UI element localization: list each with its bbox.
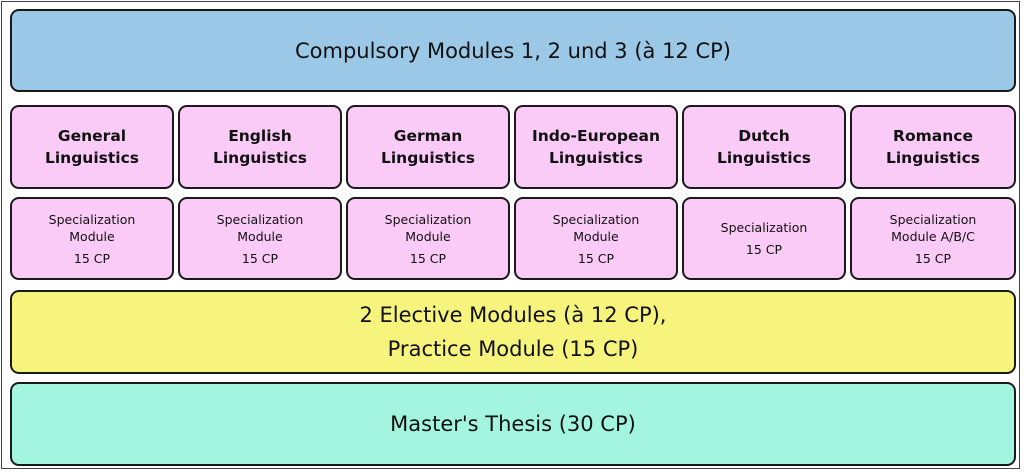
elective-modules-line1: 2 Elective Modules (à 12 CP), <box>359 303 667 327</box>
column-head-dutch: Dutch Linguistics <box>682 105 846 189</box>
specialization-dutch: Specialization 15 CP <box>682 197 846 280</box>
specialization-cp: 15 CP <box>409 250 447 266</box>
specialization-line1: Specialization <box>552 211 640 227</box>
column-name-line1: Dutch <box>738 127 790 145</box>
specialization-german: Specialization Module 15 CP <box>346 197 510 280</box>
column-name-line1: Indo-European <box>532 127 660 145</box>
column-name-line1: German <box>393 127 463 145</box>
column-name-line2: Linguistics <box>885 149 981 167</box>
masters-thesis-box: Master's Thesis (30 CP) <box>10 382 1016 466</box>
column-name-line1: General <box>57 127 127 145</box>
column-name-line2: Linguistics <box>380 149 476 167</box>
specialization-line2: Module <box>237 228 283 244</box>
compulsory-modules-box: Compulsory Modules 1, 2 und 3 (à 12 CP) <box>10 9 1016 92</box>
column-name-line1: English <box>228 127 292 145</box>
specialization-cp: 15 CP <box>577 250 615 266</box>
column-name-line2: Linguistics <box>716 149 812 167</box>
compulsory-modules-label: Compulsory Modules 1, 2 und 3 (à 12 CP) <box>294 38 731 63</box>
specialization-cp: 15 CP <box>73 250 111 266</box>
column-head-english: English Linguistics <box>178 105 342 189</box>
specialization-line1: Specialization <box>384 211 472 227</box>
column-head-general: General Linguistics <box>10 105 174 189</box>
specialization-line1: Specialization <box>48 211 136 227</box>
specialization-cp: 15 CP <box>241 250 279 266</box>
column-head-romance: Romance Linguistics <box>850 105 1016 189</box>
specialization-line2: Module A/B/C <box>891 228 975 244</box>
elective-modules-line2: Practice Module (15 CP) <box>387 337 639 361</box>
specialization-line2: Module <box>405 228 451 244</box>
specialization-line2: Module <box>69 228 115 244</box>
column-name-line2: Linguistics <box>212 149 308 167</box>
column-name-line2: Linguistics <box>44 149 140 167</box>
specialization-indo-european: Specialization Module 15 CP <box>514 197 678 280</box>
masters-thesis-label: Master's Thesis (30 CP) <box>390 412 636 436</box>
column-name-line1: Romance <box>893 127 973 145</box>
elective-modules-box: 2 Elective Modules (à 12 CP), Practice M… <box>10 290 1016 374</box>
specialization-romance: Specialization Module A/B/C 15 CP <box>850 197 1016 280</box>
specialization-cp: 15 CP <box>745 242 783 257</box>
specialization-cp: 15 CP <box>914 250 952 266</box>
specialization-line1: Specialization <box>216 211 304 227</box>
specialization-line2: Module <box>573 228 619 244</box>
specialization-line1: Specialization <box>889 211 977 227</box>
column-name-line2: Linguistics <box>548 149 644 167</box>
specialization-line1: Specialization <box>720 220 808 235</box>
column-head-german: German Linguistics <box>346 105 510 189</box>
specialization-english: Specialization Module 15 CP <box>178 197 342 280</box>
column-head-indo-european: Indo-European Linguistics <box>514 105 678 189</box>
specialization-general: Specialization Module 15 CP <box>10 197 174 280</box>
